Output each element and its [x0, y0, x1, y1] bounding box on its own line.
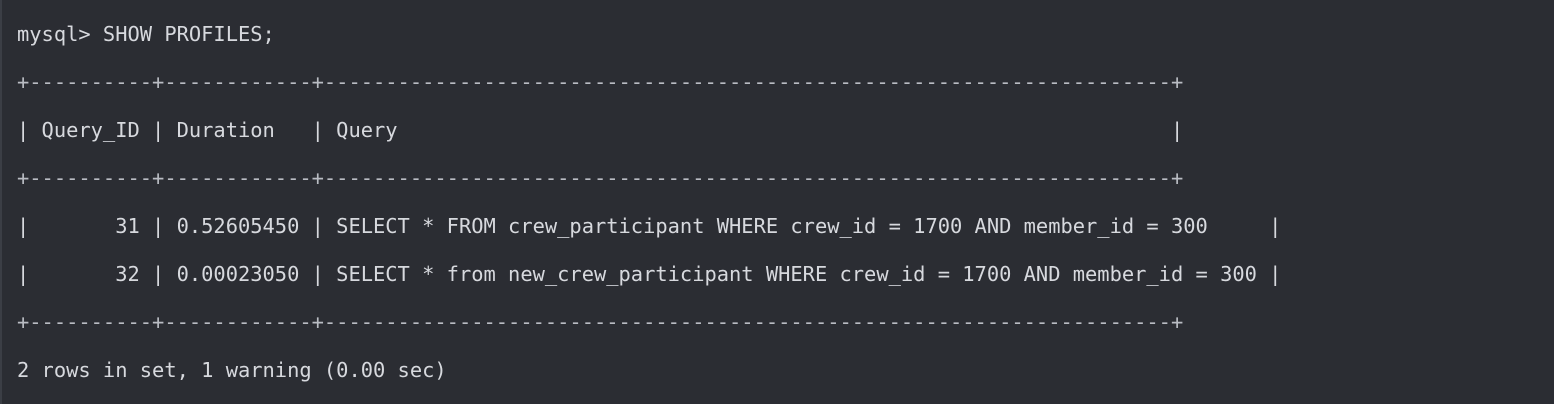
table-row: | 31 | 0.52605450 | SELECT * FROM crew_p…: [17, 214, 1282, 238]
table-border-bottom: +----------+------------+---------------…: [17, 310, 1184, 334]
table-border-middle: +----------+------------+---------------…: [17, 166, 1184, 190]
table-border-top: +----------+------------+---------------…: [17, 70, 1184, 94]
result-summary: 2 rows in set, 1 warning (0.00 sec): [17, 358, 447, 382]
table-row: | 32 | 0.00023050 | SELECT * from new_cr…: [17, 262, 1282, 286]
table-header: | Query_ID | Duration | Query |: [17, 118, 1184, 142]
terminal-left-edge: [0, 0, 2, 404]
mysql-prompt: mysql> SHOW PROFILES;: [17, 22, 275, 46]
